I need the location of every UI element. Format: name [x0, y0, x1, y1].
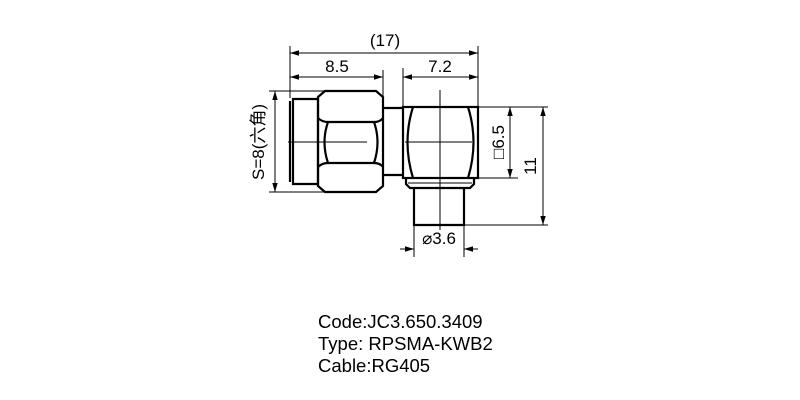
spec-type: Type: RPSMA-KWB2 — [318, 333, 493, 354]
dim-cable-diameter: ⌀3.6 — [422, 229, 456, 248]
dim-body-length: 7.2 — [428, 57, 452, 76]
dim-nut-length: 8.5 — [325, 57, 349, 76]
dim-overall-length: (17) — [370, 31, 400, 50]
dimension-lines — [272, 50, 546, 252]
center-lines — [288, 90, 472, 230]
connector-outline — [288, 89, 480, 227]
dim-height: 11 — [521, 157, 540, 175]
dim-hex-size: S=8(六角) — [249, 104, 268, 180]
spec-code: Code:JC3.650.3409 — [318, 311, 483, 332]
spec-cable: Cable:RG405 — [318, 355, 431, 376]
dim-body-square: □6.5 — [489, 125, 508, 159]
extension-lines — [269, 46, 548, 257]
